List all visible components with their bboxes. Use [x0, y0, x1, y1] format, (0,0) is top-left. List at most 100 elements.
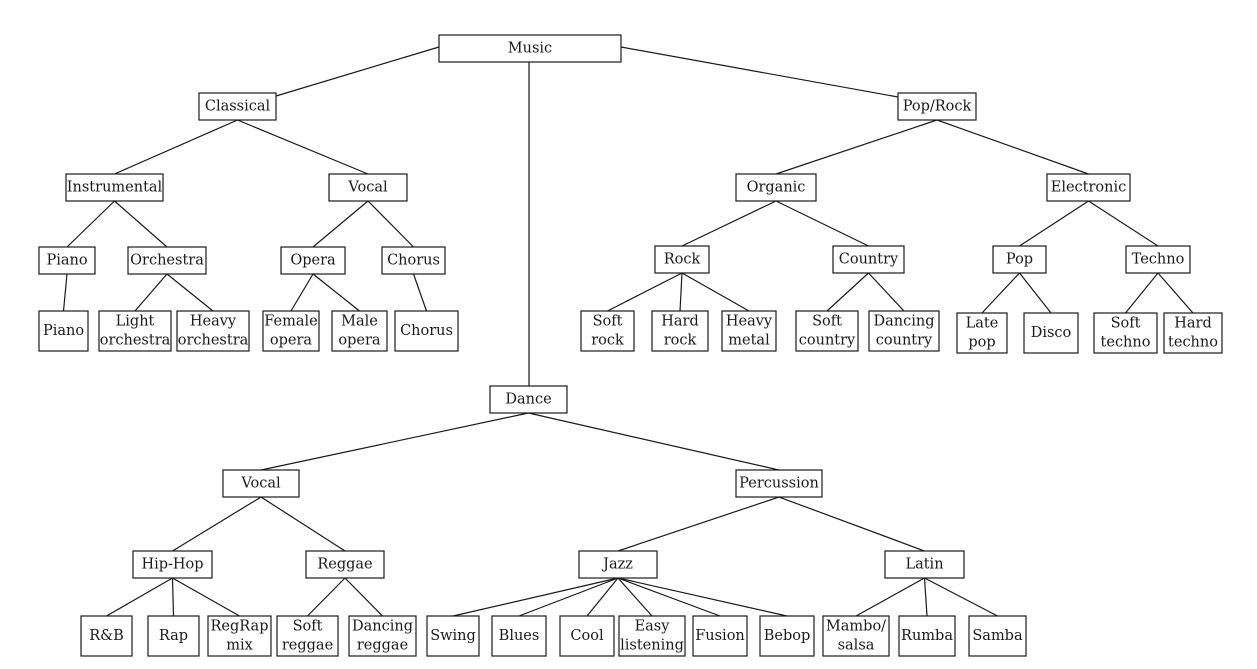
- node-label-soft-techno-line-1: Soft: [1111, 316, 1141, 332]
- node-label-orchestra: Orchestra: [130, 253, 204, 269]
- edge-country-to-dancing-country: [868, 272, 905, 312]
- node-label-rumba: Rumba: [901, 628, 953, 644]
- node-label-cool: Cool: [570, 628, 604, 644]
- node-box-hard-rock: [651, 310, 709, 352]
- node-disco: Disco: [1023, 312, 1079, 354]
- node-swing: Swing: [426, 615, 480, 657]
- edge-percussion-to-latin: [778, 496, 925, 552]
- node-hiphop: Hip-Hop: [132, 550, 213, 579]
- edge-chorus-to-chorus-leaf: [412, 273, 428, 312]
- node-box-soft-country: [795, 310, 859, 352]
- node-label-disco: Disco: [1031, 325, 1072, 341]
- edge-hiphop-to-rap: [171, 577, 175, 617]
- edge-techno-to-hard-techno: [1157, 272, 1194, 314]
- node-label-regrap-mix-line-1: RegRap: [211, 619, 269, 635]
- node-box-rock: [654, 245, 710, 274]
- node-box-hiphop: [132, 550, 213, 579]
- node-label-dance-vocal: Vocal: [240, 476, 281, 492]
- edge-piano-to-piano-leaf: [62, 273, 68, 312]
- node-label-chorus: Chorus: [387, 253, 440, 269]
- edge-electronic-to-pop: [1019, 200, 1089, 247]
- edge-poprock-to-electronic: [936, 119, 1089, 175]
- node-box-bebop: [759, 615, 815, 657]
- node-box-swing: [426, 615, 480, 657]
- node-label-hard-rock-line-2: rock: [664, 333, 697, 349]
- edge-classical-to-classical-vocal: [237, 119, 369, 175]
- node-label-hard-rock-line-1: Hard: [661, 314, 699, 330]
- node-label-instrumental: Instrumental: [67, 180, 163, 196]
- node-label-reggae: Reggae: [317, 557, 372, 573]
- node-box-dance: [489, 385, 568, 414]
- node-label-light-orchestra-line-1: Light: [116, 314, 155, 330]
- node-country: Country: [832, 245, 905, 274]
- node-box-percussion: [735, 469, 823, 498]
- edge-organic-to-country: [775, 200, 869, 247]
- node-label-mambo-salsa-line-2: salsa: [838, 638, 875, 654]
- node-instrumental: Instrumental: [65, 173, 164, 202]
- node-box-cool: [559, 615, 615, 657]
- edge-jazz-to-fusion: [617, 577, 721, 617]
- node-label-pop: Pop: [1006, 252, 1033, 268]
- node-label-hiphop: Hip-Hop: [141, 557, 203, 573]
- node-jazz: Jazz: [578, 550, 658, 579]
- node-box-mambo-salsa: [822, 615, 890, 657]
- edge-jazz-to-cool: [586, 577, 619, 617]
- edge-pop-to-late-pop: [981, 272, 1020, 314]
- node-label-dancing-reggae-line-2: reggae: [357, 638, 408, 654]
- edge-classical-vocal-to-chorus: [367, 200, 414, 248]
- tree-edges: [62, 46, 1194, 617]
- node-samba: Samba: [968, 615, 1027, 657]
- node-dance-vocal: Vocal: [222, 469, 300, 498]
- edge-jazz-to-swing: [452, 577, 619, 617]
- node-reggae: Reggae: [305, 550, 385, 579]
- node-label-heavy-metal-line-1: Heavy: [726, 314, 773, 330]
- node-label-soft-rock-line-1: Soft: [593, 314, 623, 330]
- node-piano-leaf: Piano: [38, 310, 89, 352]
- node-label-late-pop-line-1: Late: [966, 316, 999, 332]
- edge-organic-to-rock: [681, 200, 777, 247]
- node-label-swing: Swing: [430, 628, 476, 644]
- node-box-heavy-orchestra: [176, 310, 250, 352]
- edge-jazz-to-blues: [518, 577, 619, 617]
- node-box-rap: [147, 615, 200, 657]
- edge-techno-to-soft-techno: [1125, 272, 1159, 314]
- node-label-easy-listening-line-1: Easy: [635, 619, 671, 635]
- node-classical-vocal: Vocal: [328, 173, 408, 202]
- node-blues: Blues: [491, 615, 547, 657]
- node-box-reggae: [305, 550, 385, 579]
- node-rock: Rock: [654, 245, 710, 274]
- edge-instrumental-to-orchestra: [114, 200, 168, 248]
- edge-opera-to-female-opera: [290, 273, 314, 312]
- node-organic: Organic: [735, 173, 817, 202]
- edge-opera-to-male-opera: [312, 273, 360, 312]
- edge-jazz-to-easy-listening: [617, 577, 653, 617]
- node-box-late-pop: [956, 312, 1008, 354]
- node-box-jazz: [578, 550, 658, 579]
- node-box-heavy-metal: [721, 310, 777, 352]
- node-chorus: Chorus: [381, 246, 446, 275]
- node-box-female-opera: [262, 310, 320, 352]
- node-box-music: [438, 34, 622, 63]
- node-box-techno: [1125, 245, 1191, 274]
- node-box-soft-reggae: [276, 615, 339, 657]
- node-label-classical: Classical: [205, 99, 271, 115]
- node-label-female-opera-line-1: Female: [264, 314, 317, 330]
- node-label-dancing-country-line-2: country: [876, 333, 933, 349]
- node-orchestra: Orchestra: [127, 246, 207, 275]
- node-label-hard-techno-line-2: techno: [1168, 335, 1218, 351]
- node-box-classical-vocal: [328, 173, 408, 202]
- node-box-disco: [1023, 312, 1079, 354]
- node-cool: Cool: [559, 615, 615, 657]
- edge-latin-to-rumba: [923, 577, 928, 617]
- node-box-rumba: [898, 615, 956, 657]
- node-label-soft-reggae-line-1: Soft: [293, 619, 323, 635]
- node-label-rnb: R&B: [89, 628, 123, 644]
- node-label-percussion: Percussion: [739, 476, 819, 492]
- node-bebop: Bebop: [759, 615, 815, 657]
